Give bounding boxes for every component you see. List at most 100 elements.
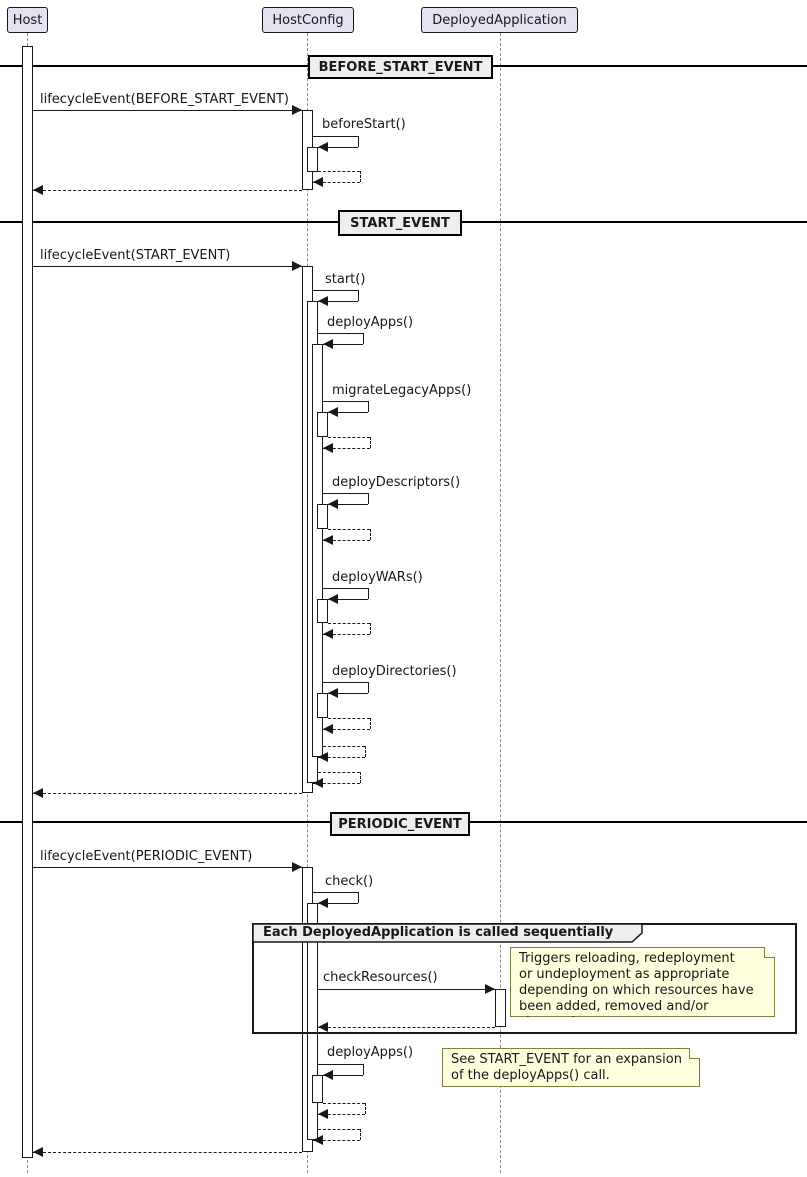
selfcall-start-back <box>318 301 358 302</box>
return-wars-v <box>370 623 371 634</box>
selfcall-directories-v <box>368 682 369 693</box>
selfcall-beforestart-out <box>313 136 358 137</box>
selfcall-check-out <box>313 892 358 893</box>
divider-start: START_EVENT <box>338 210 462 236</box>
return-migrate-out <box>328 437 370 438</box>
selfcall-check-v <box>358 892 359 903</box>
selfcall-descriptors-out <box>323 493 368 494</box>
message-deploydirectories: deployDirectories() <box>332 664 457 679</box>
deploydescriptors-activation <box>317 504 328 529</box>
arrowhead <box>323 535 333 545</box>
participant-deployedapplication-label: DeployedApplication <box>432 12 567 28</box>
deployedapplication-activation <box>495 989 506 1027</box>
arrow-checkresources <box>318 989 495 990</box>
participant-hostconfig: HostConfig <box>262 7 354 33</box>
return-deployapps-v <box>365 746 366 757</box>
selfcall-deployapps-v <box>363 333 364 344</box>
message-deploydescriptors: deployDescriptors() <box>332 475 461 490</box>
return-to-host-start <box>33 793 302 794</box>
beforestart-activation <box>307 147 318 172</box>
return-deployapps-back <box>318 757 365 758</box>
arrowhead <box>328 407 338 417</box>
arrowhead <box>292 261 302 271</box>
selfcall-wars-out <box>323 588 368 589</box>
arrowhead <box>292 105 302 115</box>
return-beforestart-v <box>360 171 361 182</box>
arrowhead <box>313 778 323 788</box>
check-activation <box>307 903 318 1140</box>
note-deployapps: See START_EVENT for an expansion of the … <box>442 1048 700 1087</box>
arrow-lifecycle-before-start <box>33 110 302 111</box>
divider-start-label: START_EVENT <box>350 215 450 231</box>
selfcall-migrate-back <box>328 412 368 413</box>
selfcall-descriptors-v <box>368 493 369 504</box>
arrowhead <box>292 862 302 872</box>
selfcall-start-out <box>313 290 358 291</box>
return-start-v <box>360 772 361 783</box>
return-directories-v <box>370 718 371 729</box>
return-deployapps-out <box>323 746 365 747</box>
arrowhead <box>318 1022 328 1032</box>
arrowhead <box>318 752 328 762</box>
arrowhead <box>313 177 323 187</box>
return-descriptors-back <box>323 540 370 541</box>
selfcall-deployapps2-out <box>318 1064 363 1065</box>
selfcall-deployapps2-v <box>363 1064 364 1075</box>
arrowhead <box>318 142 328 152</box>
return-to-host-periodic <box>33 1152 302 1153</box>
selfcall-migrate-v <box>368 401 369 412</box>
selfcall-deployapps2-back <box>323 1075 363 1076</box>
group-header-tab <box>252 923 643 943</box>
message-checkresources: checkResources() <box>323 970 438 985</box>
arrowhead <box>318 296 328 306</box>
arrowhead <box>323 1070 333 1080</box>
message-deployapps: deployApps() <box>327 315 414 330</box>
arrowhead <box>485 984 495 994</box>
migratelegacyapps-activation <box>317 412 328 437</box>
return-descriptors-out <box>328 529 370 530</box>
selfcall-beforestart-back <box>318 147 358 148</box>
arrowhead <box>328 688 338 698</box>
arrowhead <box>323 339 333 349</box>
arrowhead <box>33 1147 43 1157</box>
message-check: check() <box>325 874 374 889</box>
arrowhead <box>33 185 43 195</box>
return-start-back <box>313 783 360 784</box>
selfcall-deployapps-back <box>323 344 363 345</box>
deploydirectories-activation <box>317 693 328 718</box>
return-wars-out <box>328 623 370 624</box>
arrowhead <box>328 499 338 509</box>
participant-host: Host <box>7 7 48 33</box>
selfcall-check-back <box>318 903 358 904</box>
selfcall-descriptors-back <box>328 504 368 505</box>
message-lifecycle-periodic: lifecycleEvent(PERIODIC_EVENT) <box>40 849 253 864</box>
return-migrate-back <box>323 448 370 449</box>
deployapps-periodic-activation <box>312 1075 323 1103</box>
return-beforestart-out <box>318 171 360 172</box>
selfcall-directories-back <box>328 693 368 694</box>
return-check-out <box>318 1129 360 1130</box>
participant-deployedapplication: DeployedApplication <box>421 7 578 33</box>
arrowhead <box>33 788 43 798</box>
arrowhead <box>323 629 333 639</box>
return-beforestart-back <box>313 182 360 183</box>
message-start: start() <box>325 272 366 287</box>
arrowhead <box>323 443 333 453</box>
message-migratelegacyapps: migrateLegacyApps() <box>332 383 472 398</box>
message-beforestart: beforeStart() <box>322 117 406 132</box>
arrowhead <box>318 1109 328 1119</box>
return-migrate-v <box>370 437 371 448</box>
selfcall-beforestart-v <box>358 136 359 147</box>
divider-periodic: PERIODIC_EVENT <box>330 812 470 836</box>
return-to-host-before <box>33 190 302 191</box>
arrowhead <box>313 1135 323 1145</box>
note-checkresources-fold <box>764 947 775 958</box>
selfcall-directories-out <box>323 682 368 683</box>
return-descriptors-v <box>370 529 371 540</box>
selfcall-wars-back <box>328 599 368 600</box>
message-deployapps-periodic: deployApps() <box>327 1045 414 1060</box>
participant-host-label: Host <box>12 12 43 28</box>
divider-periodic-label: PERIODIC_EVENT <box>338 816 462 832</box>
deploywars-activation <box>317 599 328 623</box>
